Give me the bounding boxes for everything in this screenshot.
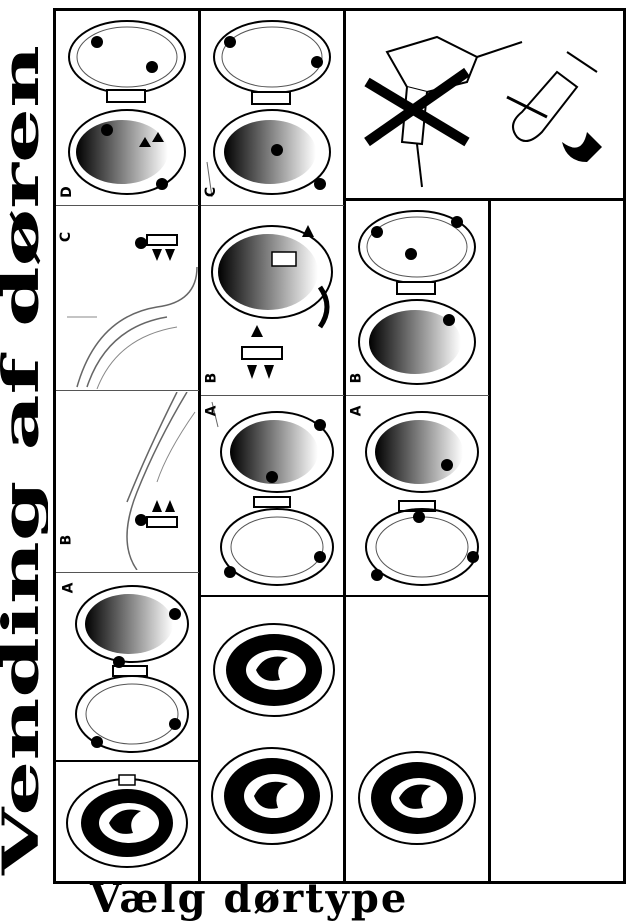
- row-divider: [201, 395, 344, 396]
- row-divider: [56, 572, 199, 573]
- row-divider: [56, 390, 199, 391]
- panel-col1-step-b: B: [57, 392, 198, 570]
- column-divider: [343, 8, 346, 884]
- panel-col1-step-a: A: [57, 574, 198, 759]
- step-label: C: [203, 187, 219, 197]
- step-label: B: [58, 535, 74, 546]
- bottom-title: Vælg dørtype: [90, 880, 628, 917]
- step-label: A: [203, 406, 219, 417]
- panel-col1-step-c: C: [57, 207, 198, 389]
- column-divider: [488, 200, 491, 884]
- drill-crossed-icon: [367, 37, 522, 187]
- row-divider: [201, 595, 344, 597]
- side-title: Vending af døren: [0, 0, 48, 880]
- step-label: C: [58, 232, 74, 242]
- screwdriver-icon: [507, 52, 602, 162]
- panel-col2-step-a: A: [202, 397, 343, 594]
- door-type-option-2[interactable]: [202, 598, 343, 881]
- step-label: B: [348, 373, 364, 384]
- step-label: A: [60, 583, 76, 594]
- panel-col1-step-d: D: [57, 12, 198, 204]
- row-divider: [56, 760, 199, 762]
- column-divider: [198, 8, 201, 884]
- step-label: A: [348, 406, 364, 417]
- step-label: B: [203, 373, 219, 384]
- step-label: D: [59, 186, 75, 198]
- panel-col3-step-a: A: [347, 397, 488, 594]
- row-divider: [346, 198, 626, 201]
- row-divider: [56, 205, 199, 206]
- row-divider: [346, 395, 489, 396]
- side-title-text: Vending af døren: [0, 45, 48, 877]
- panel-col3-step-b: B: [347, 202, 488, 394]
- door-type-option-3[interactable]: [347, 598, 488, 881]
- row-divider: [346, 595, 489, 597]
- panel-col2-step-c: C: [202, 12, 343, 204]
- bottom-title-text: Vælg dørtype: [90, 880, 628, 917]
- tools-panel: [347, 12, 623, 197]
- panel-col2-step-b: B: [202, 207, 343, 394]
- door-type-option-1[interactable]: [57, 763, 198, 881]
- row-divider: [201, 205, 344, 206]
